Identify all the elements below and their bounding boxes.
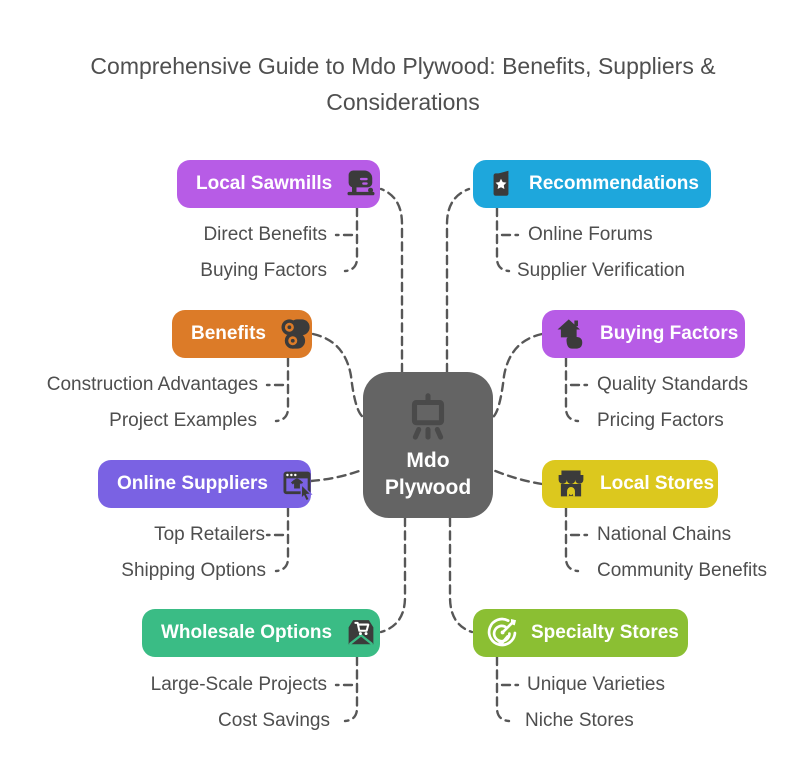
branch-node-local-sawmills: Local Sawmills (177, 160, 380, 208)
connector-children-buying-factors (564, 356, 580, 423)
branch-node-wholesale-options: Wholesale Options (142, 609, 380, 657)
branch-label: Local Stores (600, 473, 715, 494)
branch-node-benefits: Benefits (172, 310, 312, 358)
branch-node-specialty-stores: Specialty Stores (473, 609, 688, 657)
child-buying-factors: Buying Factors (200, 260, 327, 281)
connector-children-local-sawmills (343, 206, 359, 273)
branch-node-local-stores: Local Stores (542, 460, 718, 508)
child-cost-savings: Cost Savings (218, 710, 330, 731)
child-niche-stores: Niche Stores (525, 710, 634, 731)
connector-center-online-suppliers (309, 468, 364, 483)
child-top-retailers: Top Retailers (154, 524, 265, 545)
branch-label: Recommendations (529, 173, 699, 194)
center-node: Mdo Plywood (363, 372, 493, 518)
child-national-chains: National Chains (597, 524, 732, 545)
child-pricing-factors: Pricing Factors (597, 410, 724, 431)
child-project-examples: Project Examples (109, 410, 257, 431)
storefront-icon (558, 470, 584, 497)
child-shipping-options: Shipping Options (121, 560, 266, 581)
child-community-benefits: Community Benefits (597, 560, 768, 581)
child-direct-benefits: Direct Benefits (203, 224, 327, 245)
child-unique-varieties: Unique Varieties (527, 674, 666, 695)
connector-children-online-suppliers (274, 506, 290, 573)
child-large-scale-projects: Large-Scale Projects (150, 674, 327, 695)
connector-children-specialty-stores (495, 655, 511, 723)
house-hand-icon (557, 319, 583, 349)
connector-center-wholesale-options (379, 516, 407, 634)
connector-children-recommendations (495, 206, 511, 273)
connector-center-recommendations (445, 187, 471, 374)
connector-center-local-sawmills (379, 187, 404, 374)
branch-label: Online Suppliers (117, 473, 268, 494)
target-dart-icon (487, 617, 517, 647)
child-online-forums: Online Forums (528, 224, 653, 245)
branch-node-buying-factors: Buying Factors (542, 310, 745, 358)
branch-node-online-suppliers: Online Suppliers (98, 460, 313, 508)
child-quality-standards: Quality Standards (597, 374, 749, 395)
book-star-icon (493, 170, 509, 196)
page-title: Comprehensive Guide to Mdo Plywood: Bene… (90, 53, 716, 115)
planer-icon (347, 170, 375, 196)
branch-label: Benefits (191, 323, 266, 344)
connector-center-benefits (311, 332, 365, 419)
branch-label: Specialty Stores (531, 622, 679, 643)
connector-children-benefits (274, 356, 290, 423)
center-label: Mdo Plywood (385, 447, 471, 501)
branch-label: Local Sawmills (196, 173, 333, 194)
branch-node-recommendations: Recommendations (473, 160, 711, 208)
cart-box-icon (348, 620, 374, 645)
connector-center-local-stores (491, 468, 544, 486)
connector-center-specialty-stores (448, 516, 474, 634)
center-label-line1: Mdo (406, 449, 450, 472)
branch-label: Buying Factors (600, 323, 739, 344)
center-label-line2: Plywood (384, 476, 472, 499)
connector-children-wholesale-options (343, 655, 359, 723)
browser-shop-icon (283, 471, 313, 502)
connector-children-local-stores (564, 506, 580, 573)
logs-icon (281, 319, 310, 349)
child-construction-advantages: Construction Advantages (46, 374, 258, 395)
branch-label: Wholesale Options (161, 622, 333, 643)
child-supplier-verification: Supplier Verification (517, 260, 685, 281)
easel-icon (411, 393, 445, 440)
connector-center-buying-factors (491, 332, 544, 419)
